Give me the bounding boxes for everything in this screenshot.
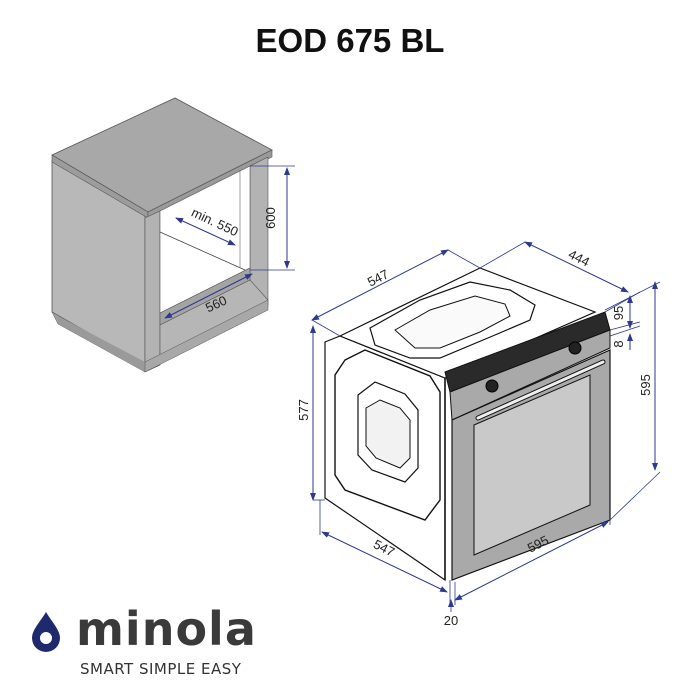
- oven-dimensions: [310, 241, 661, 612]
- dim-gap: 8: [611, 340, 626, 347]
- dim-total-height: 595: [638, 374, 653, 396]
- cabinet: [51, 97, 273, 373]
- model-title: EOD 675 BL: [255, 22, 445, 59]
- dim-cabinet-height: 600: [263, 207, 278, 229]
- oven: [324, 267, 611, 582]
- dim-front-thickness: 20: [444, 613, 458, 628]
- dim-panel-height: 95: [611, 306, 626, 320]
- dim-top-width-back: 444: [566, 246, 592, 269]
- minola-drop-icon: [32, 612, 60, 652]
- dim-top-depth: 547: [365, 266, 391, 289]
- brand-tagline: SMART SIMPLE EASY: [80, 660, 242, 678]
- dim-side-height: 577: [296, 399, 311, 421]
- brand-name: minola: [76, 602, 257, 656]
